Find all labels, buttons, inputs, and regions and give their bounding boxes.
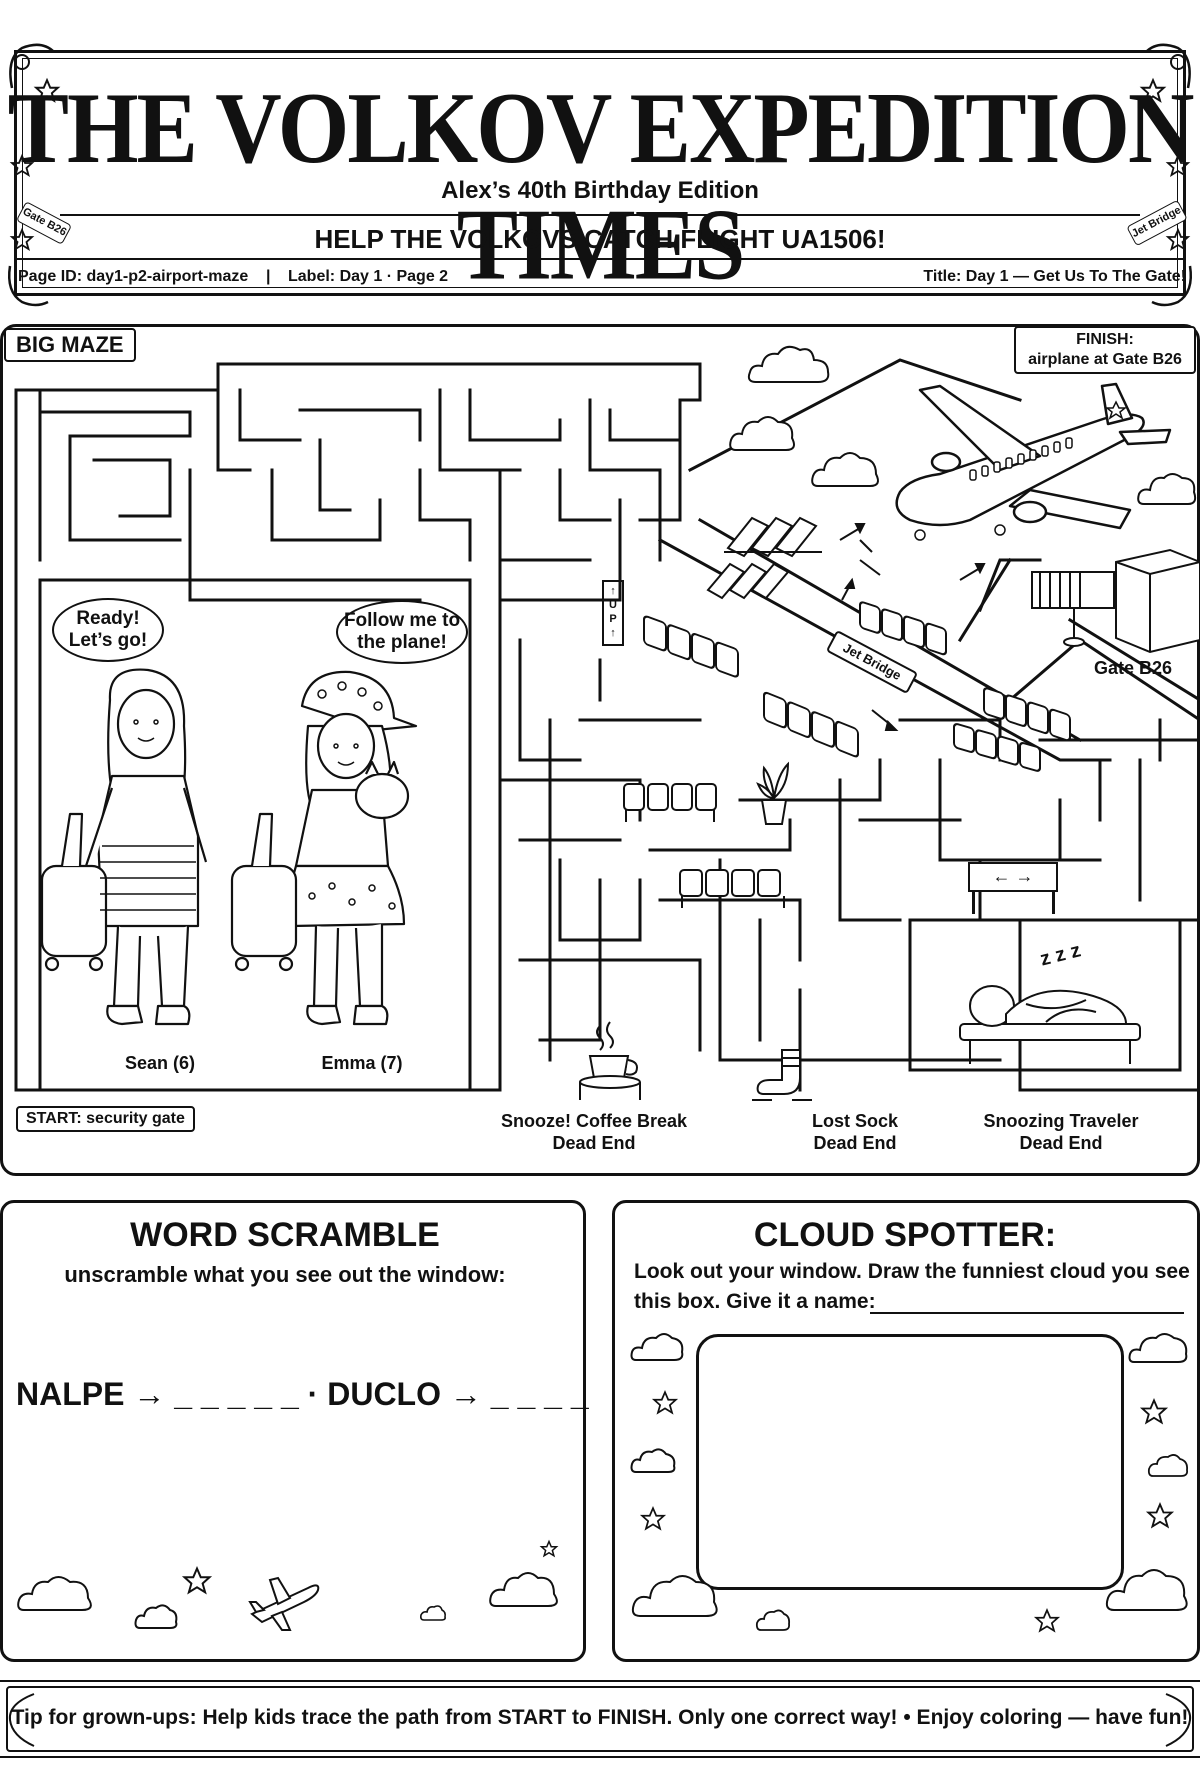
- star-icon: [639, 1505, 667, 1531]
- cloud-icon: [630, 1448, 676, 1473]
- star-icon: [1139, 77, 1167, 103]
- sean-name-label: Sean (6): [124, 1053, 196, 1073]
- star-icon: [1165, 227, 1191, 251]
- ornament-footer-right-icon: [1165, 1693, 1192, 1747]
- star-icon: [1145, 1501, 1175, 1529]
- ornament-bottom-left-icon: [8, 265, 49, 307]
- cloud-drawing-area[interactable]: [696, 1334, 1124, 1590]
- star-icon: [9, 153, 35, 177]
- cloud-icon: [1128, 1333, 1188, 1363]
- lost-sock-dead-end-label: Lost Sock Dead End: [811, 1111, 899, 1153]
- word-scramble-puzzle: NALPE → _ _ _ _ _ · DUCLO → _ _ _ _: [16, 1376, 589, 1412]
- cloud-icon: [630, 1333, 684, 1361]
- bench-icon: [763, 691, 859, 758]
- star-icon: [33, 77, 61, 103]
- star-icon: [9, 227, 35, 251]
- cloud-icon: [489, 1572, 558, 1607]
- meta-separator: |: [266, 268, 271, 285]
- page-id: Page ID: day1-p2-airport-maze: [18, 268, 249, 285]
- star-icon: [1033, 1607, 1061, 1633]
- sean-character: [40, 668, 208, 1026]
- word-scramble-title: WORD SCRAMBLE: [130, 1216, 440, 1254]
- cloud-icon: [1105, 1569, 1188, 1611]
- finish-label: FINISH: airplane at Gate B26: [1014, 326, 1196, 374]
- cloud-icon: [729, 416, 795, 451]
- sign-post: [1052, 892, 1055, 914]
- bench-icon: [859, 601, 947, 656]
- coffee-cup-icon: [579, 1021, 641, 1100]
- page-title: Title: Day 1 — Get Us To The Gate!: [923, 268, 1186, 285]
- masthead-divider: [60, 214, 1140, 216]
- bench-icon: [643, 615, 739, 678]
- star-icon: [539, 1539, 559, 1558]
- masthead-inner-frame: [22, 58, 1178, 288]
- cloud-icon: [811, 452, 879, 487]
- meta-divider: [14, 258, 1186, 260]
- cloud-spotter-instructions-line1: Look out your window. Draw the funniest …: [634, 1260, 1200, 1283]
- coffee-dead-end-label: Snooze! Coffee Break Dead End: [500, 1111, 688, 1153]
- bench-icon: [679, 869, 785, 908]
- bench-icon: [706, 562, 790, 600]
- snoozing-traveler-icon: [959, 985, 1141, 1064]
- star-icon: [1165, 153, 1191, 177]
- cloud-icon: [747, 345, 830, 383]
- maze-section-label: BIG MAZE: [4, 328, 136, 362]
- emma-character: [230, 670, 418, 1026]
- word-scramble-panel: [0, 1200, 586, 1662]
- bench-icon: [983, 687, 1071, 742]
- plant-icon: [756, 761, 790, 825]
- direction-sign: ← →: [968, 862, 1058, 892]
- word-scramble-subtitle: unscramble what you see out the window:: [64, 1262, 506, 1287]
- bench-icon: [724, 516, 822, 558]
- ornament-top-left-icon: [9, 43, 55, 89]
- cloud-icon: [17, 1576, 92, 1611]
- newspaper-title: THE VOLKOV EXPEDITION TIMES: [7, 71, 1195, 301]
- footer-tip: Tip for grown-ups: Help kids trace the p…: [11, 1706, 1189, 1729]
- cloud-icon: [755, 1609, 791, 1631]
- gate-building-icon: [1031, 548, 1200, 654]
- edition-subtitle: Alex’s 40th Birthday Edition: [441, 177, 759, 204]
- bench-icon: [623, 783, 717, 822]
- cloud-name-input-line[interactable]: [870, 1312, 1184, 1314]
- start-label: START: security gate: [16, 1106, 195, 1132]
- cloud-icon: [1147, 1454, 1189, 1477]
- star-icon: [181, 1565, 213, 1595]
- page-label: Label: Day 1 · Page 2: [288, 268, 449, 285]
- cloud-icon: [631, 1575, 718, 1617]
- footer-rule-top: [0, 1680, 1200, 1682]
- footer-rule-bottom: [0, 1756, 1200, 1758]
- ornament-footer-left-icon: [8, 1693, 35, 1747]
- gate-b26-label: Gate B26: [1094, 658, 1173, 678]
- emma-name-label: Emma (7): [321, 1053, 403, 1073]
- sock-icon: [752, 1049, 812, 1101]
- snoozing-traveler-dead-end-label: Snoozing Traveler Dead End: [983, 1111, 1139, 1153]
- cloud-icon: [1137, 473, 1197, 505]
- sean-speech-bubble: Ready!Let’s go!: [52, 598, 164, 662]
- ornament-top-right-icon: [1145, 43, 1191, 89]
- cloud-icon: [420, 1605, 446, 1621]
- ornament-bottom-right-icon: [1151, 265, 1192, 307]
- masthead-headline: HELP THE VOLKOVS CATCH FLIGHT UA1506!: [314, 224, 886, 254]
- cloud-spotter-title: CLOUD SPOTTER:: [753, 1216, 1057, 1254]
- airplane-icon: [895, 382, 1172, 541]
- cloud-spotter-instructions-line2: this box. Give it a name:: [634, 1290, 876, 1313]
- bench-icon: [953, 723, 1041, 772]
- star-icon: [651, 1389, 679, 1415]
- sign-post: [972, 892, 975, 914]
- footer-frame: [6, 1686, 1194, 1752]
- star-icon: [1139, 1397, 1169, 1425]
- cloud-icon: [134, 1604, 178, 1629]
- airplane-icon: [248, 1576, 320, 1631]
